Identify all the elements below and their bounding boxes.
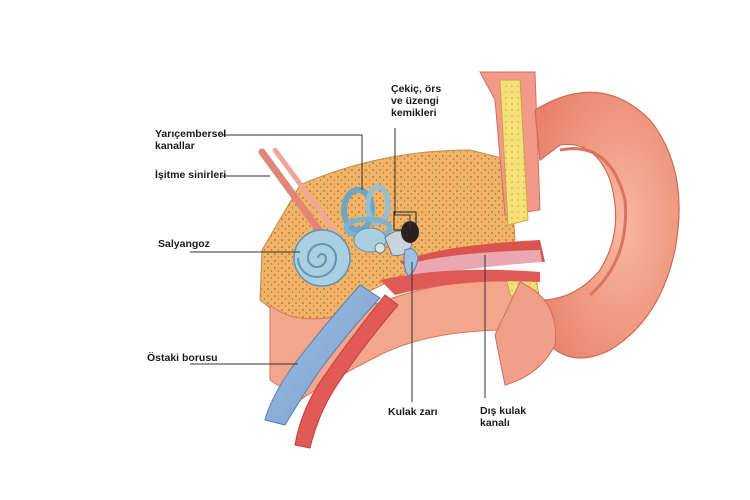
label-cochlea: Salyangoz xyxy=(158,238,210,250)
eustachian-tube xyxy=(264,284,381,426)
tympanic-cavity xyxy=(401,221,419,243)
leader-semicircular xyxy=(222,134,363,190)
semicircular-canal-1 xyxy=(341,187,375,233)
ear-canal xyxy=(405,250,542,278)
label-auditory-nerves: İşitme sinirleri xyxy=(155,169,227,181)
lower-lobe xyxy=(494,281,557,386)
cochlea xyxy=(293,229,351,287)
label-outer-ear-canal: Dış kulak kanalı xyxy=(480,405,527,429)
cochlea-spiral xyxy=(297,243,338,278)
label-ossicles: Çekiç, örs ve üzengi kemikleri xyxy=(391,83,442,119)
eustachian-tube-outer xyxy=(294,294,399,449)
auditory-nerve-2 xyxy=(272,147,343,241)
leader-ossicles xyxy=(394,128,411,230)
label-eardrum: Kulak zarı xyxy=(388,406,438,418)
pinna-fold xyxy=(559,147,628,297)
eardrum xyxy=(403,248,419,277)
cartilage-top xyxy=(499,79,529,226)
label-eustachian-tube: Östaki borusu xyxy=(147,352,218,364)
ossicle-small xyxy=(374,242,386,254)
label-semicircular-canals: Yarıçembersel kanallar xyxy=(155,128,227,152)
ear-canal-lower xyxy=(380,269,540,295)
leader-lines xyxy=(190,128,486,402)
ossicles-highlight-box xyxy=(393,211,417,231)
semicircular-canal-2 xyxy=(365,184,391,226)
pinna xyxy=(534,91,680,359)
